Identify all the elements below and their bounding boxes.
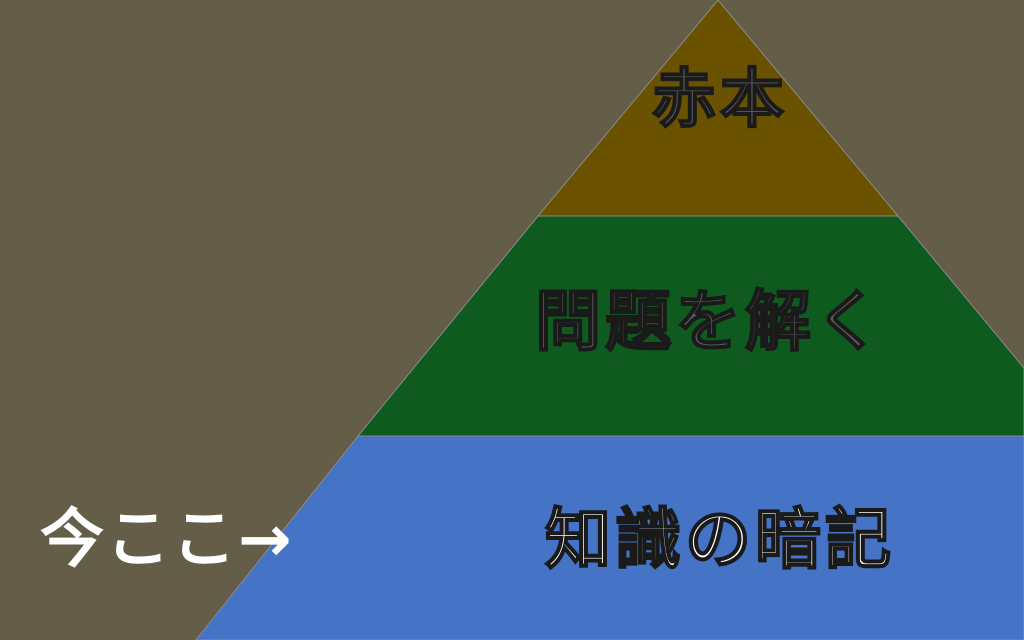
- current-position-marker: 今ここ→: [40, 503, 294, 577]
- tier-middle-shape: [356, 215, 1024, 437]
- tier-top-label: 赤本: [651, 62, 788, 138]
- tier-bottom-label: 知識の暗記: [544, 500, 895, 579]
- tier-bottom-shape: [195, 435, 1024, 640]
- tier-middle-label: 問題を解く: [534, 282, 885, 361]
